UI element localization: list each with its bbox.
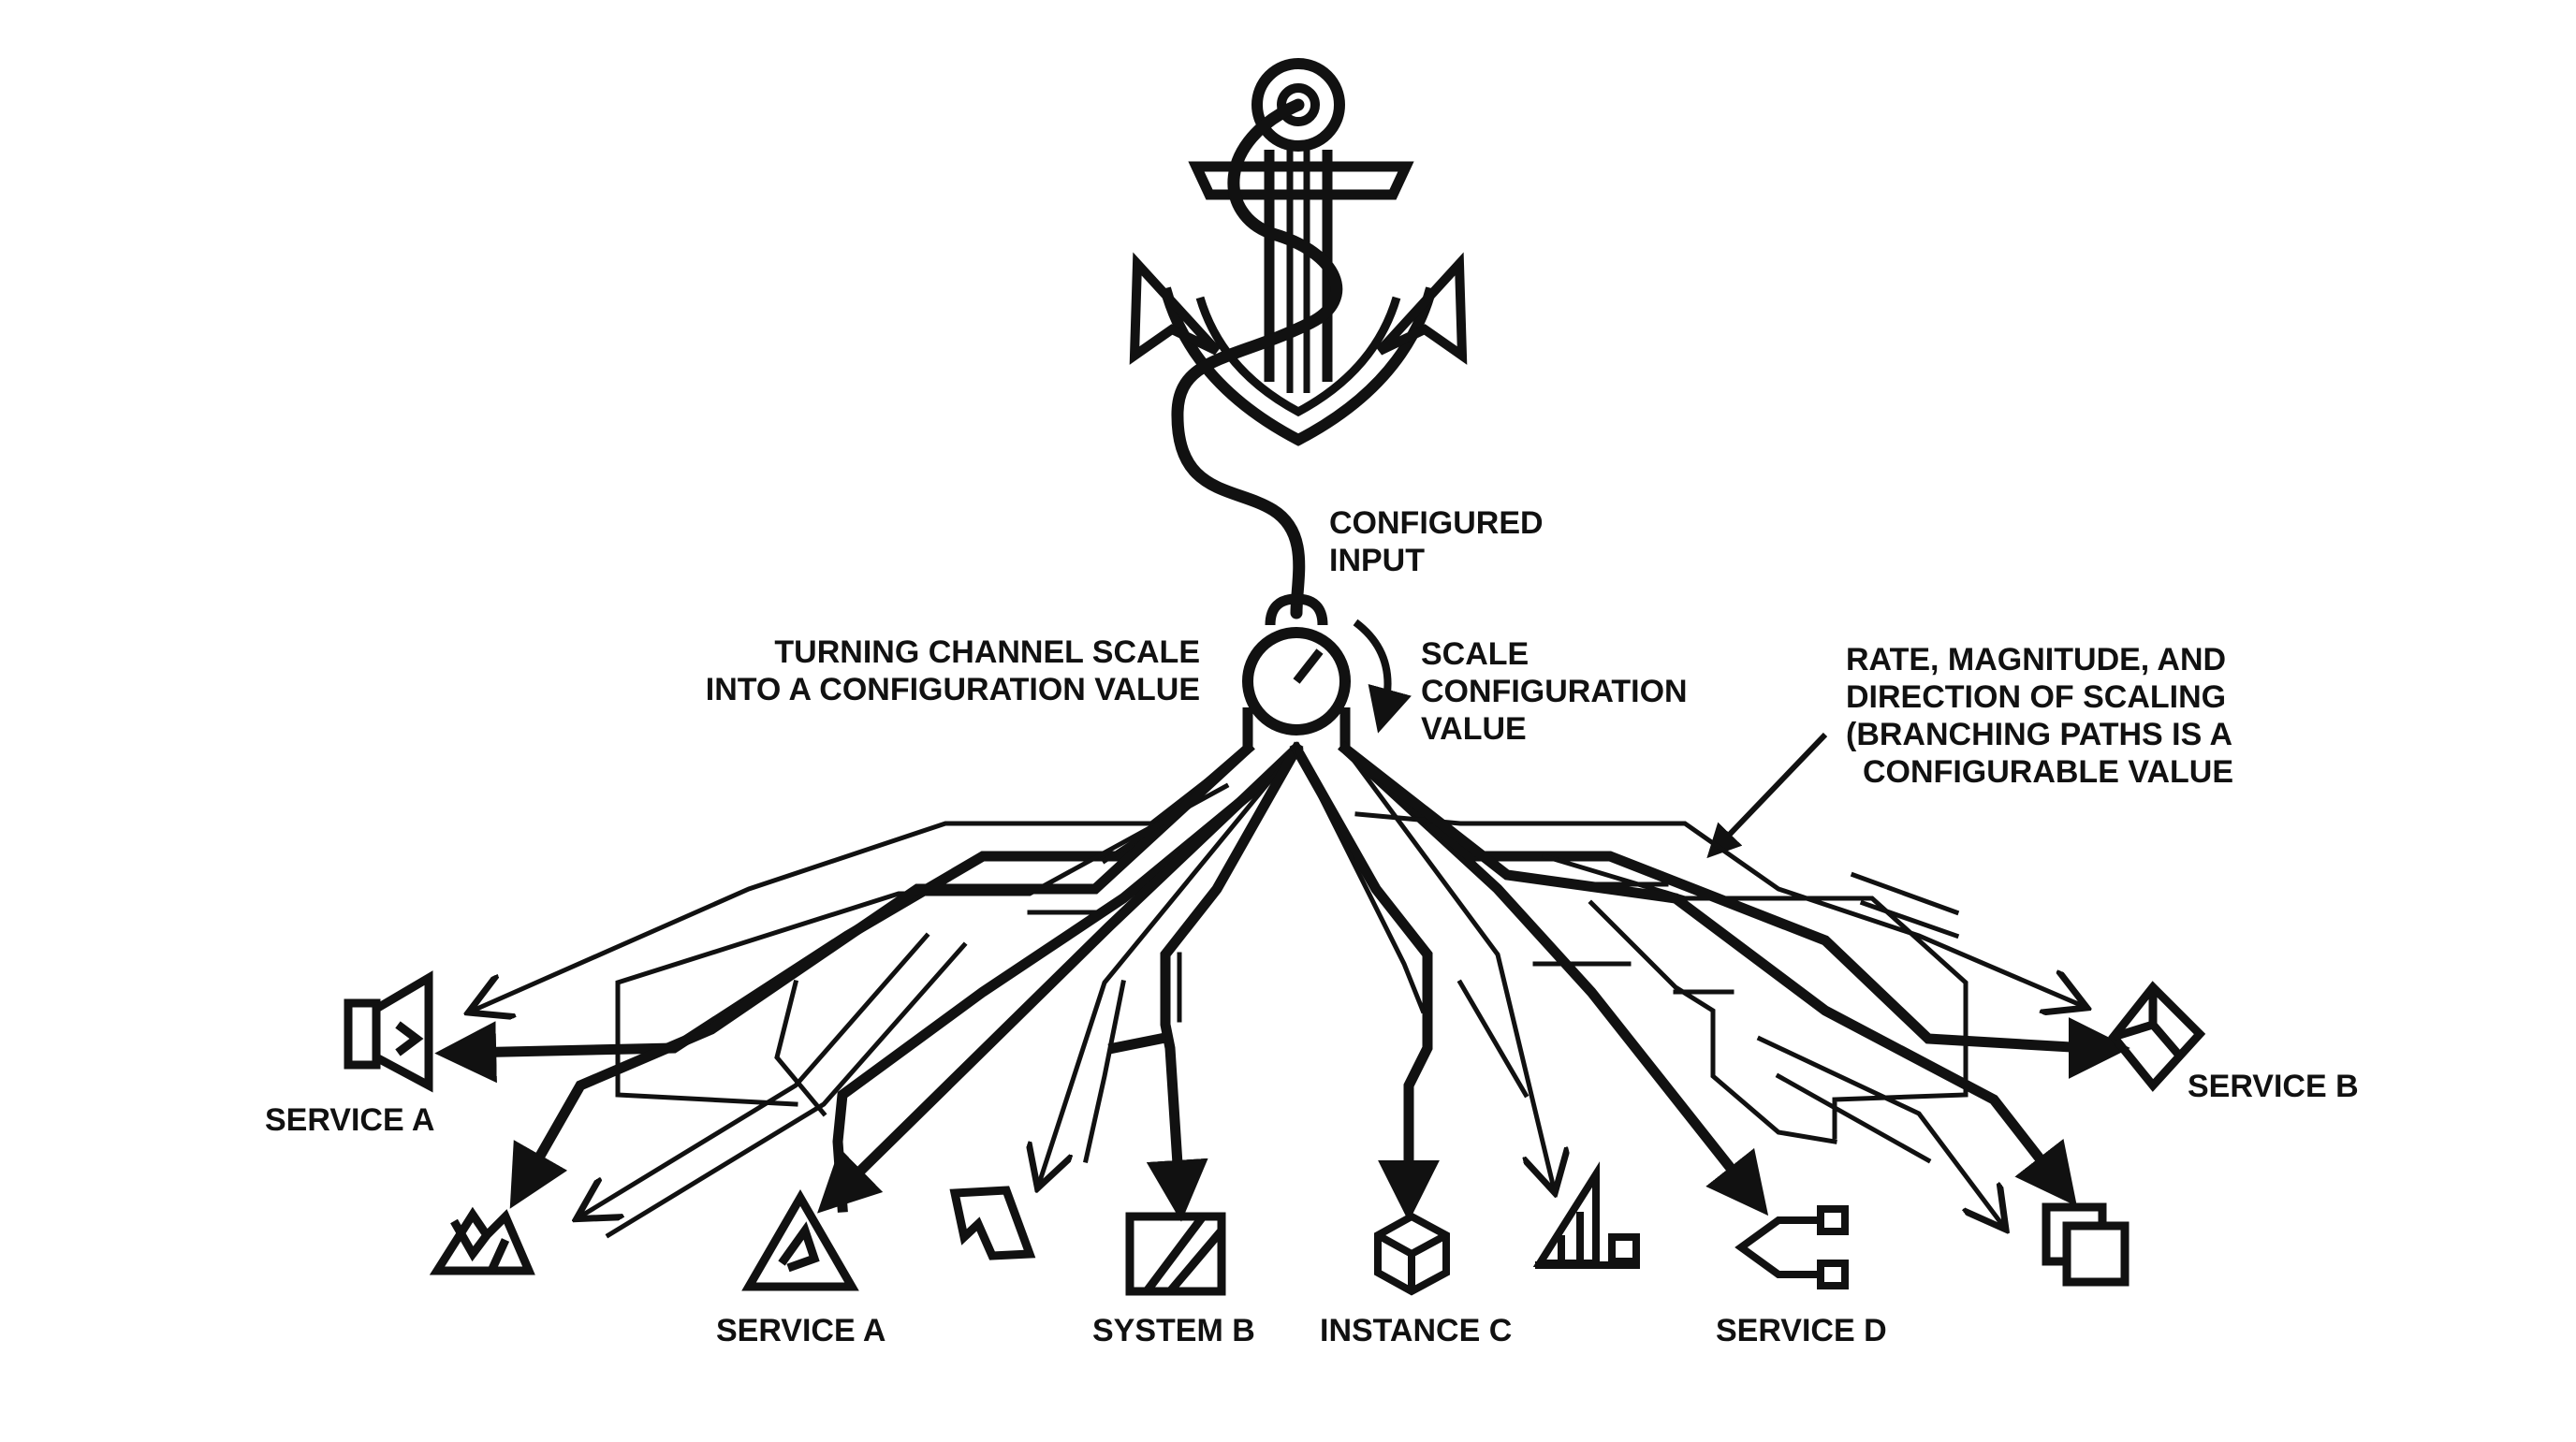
service-d-label: SERVICE D [1716, 1313, 1887, 1348]
branch-path-13 [1083, 980, 1126, 1163]
configured-input-line-2: INPUT [1329, 543, 1425, 578]
rate-magnitude-line-4: CONFIGURABLE VALUE [1863, 754, 2233, 790]
branch-path-11 [1101, 820, 1164, 865]
scale-config-line-3: VALUE [1421, 711, 1527, 747]
rate-magnitude-line-2: DIRECTION OF SCALING [1846, 679, 2226, 715]
branch-path-29 [1338, 741, 2077, 1207]
branch-path-28 [1588, 899, 1837, 1144]
node-link-icon [1734, 1205, 1849, 1289]
turning-channel-line-2: INTO A CONFIGURATION VALUE [706, 672, 1200, 707]
branch-path-1 [473, 745, 1251, 1011]
branch-path-14 [1146, 741, 1304, 1222]
gauge-icon [1242, 593, 1351, 749]
turning-channel-line-1: TURNING CHANNEL SCALE [774, 634, 1200, 670]
system-b-label: SYSTEM B [1092, 1313, 1255, 1348]
bar-chart-icon [1532, 1161, 1640, 1269]
broken-triangle-icon [429, 1206, 535, 1275]
branch-path-8 [832, 760, 1290, 1213]
rope-icon [1171, 98, 1343, 619]
triangle-knot-icon [741, 1189, 859, 1291]
arrow-shape-icon [949, 1186, 1036, 1260]
diamond-cube-icon [2108, 981, 2206, 1092]
split-square-icon [1125, 1212, 1226, 1296]
instance-c-label: INSTANCE C [1320, 1313, 1512, 1348]
branch-path-23 [1338, 741, 2130, 1079]
service-a-left-label: SERVICE A [265, 1102, 434, 1138]
branch-path-26 [1859, 899, 1960, 939]
branch-path-20 [1456, 979, 1530, 1099]
cube-icon [1374, 1212, 1450, 1296]
stacked-squares-icon [2042, 1202, 2130, 1287]
branch-path-30 [1756, 1035, 2003, 1226]
branch-path-15 [1107, 1032, 1167, 1055]
branch-path-5 [580, 932, 930, 1216]
branch-path-17 [1289, 741, 1440, 1222]
rate-magnitude-line-1: RATE, MAGNITUDE, AND [1846, 642, 2226, 677]
branch-path-31 [1775, 1072, 1932, 1164]
speaker-icon [344, 970, 433, 1093]
scale-config-line-2: CONFIGURATION [1421, 674, 1688, 709]
branch-path-18 [1293, 745, 1427, 1014]
branch-path-3 [615, 782, 1230, 1107]
branch-path-9 [817, 741, 1304, 1214]
service-a-bottom-label: SERVICE A [716, 1313, 886, 1348]
service-b-right-label: SERVICE B [2188, 1069, 2359, 1104]
rate-magnitude-line-3: (BRANCHING PATHS IS A [1846, 717, 2232, 752]
branch-path-25 [1850, 871, 1960, 916]
branch-path-12 [1039, 745, 1300, 1184]
scale-config-line-1: SCALE [1421, 636, 1529, 672]
branch-path-4 [509, 741, 1255, 1209]
branch-path-27 [1541, 852, 1969, 1140]
branch-path-6 [605, 941, 968, 1239]
branch-path-7 [774, 979, 827, 1117]
configured-input-line-1: CONFIGURED [1329, 505, 1544, 541]
